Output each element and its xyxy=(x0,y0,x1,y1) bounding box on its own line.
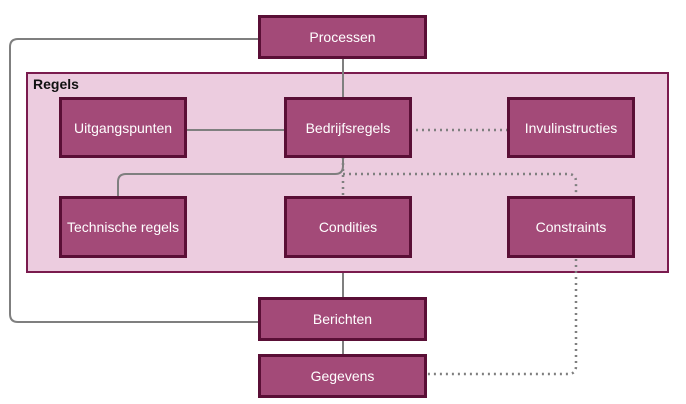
node-condities[interactable]: Condities xyxy=(284,196,412,258)
node-berichten[interactable]: Berichten xyxy=(258,297,427,341)
edge-processen-berichten xyxy=(9,38,260,323)
node-constraints[interactable]: Constraints xyxy=(507,196,635,258)
node-technische-regels[interactable]: Technische regels xyxy=(59,196,187,258)
node-bedrijfsregels[interactable]: Bedrijfsregels xyxy=(284,97,412,158)
node-gegevens[interactable]: Gegevens xyxy=(258,354,427,398)
node-invulinstructies[interactable]: Invulinstructies xyxy=(507,97,635,158)
node-uitgangspunten[interactable]: Uitgangspunten xyxy=(59,97,187,158)
edge-constraints-gegevens xyxy=(427,259,578,376)
group-regels-label: Regels xyxy=(33,76,79,92)
node-processen[interactable]: Processen xyxy=(258,15,427,59)
edge-bedrijfsregels-technische-regels xyxy=(117,157,344,198)
edge-bedrijfsregels-constraints xyxy=(343,172,578,198)
